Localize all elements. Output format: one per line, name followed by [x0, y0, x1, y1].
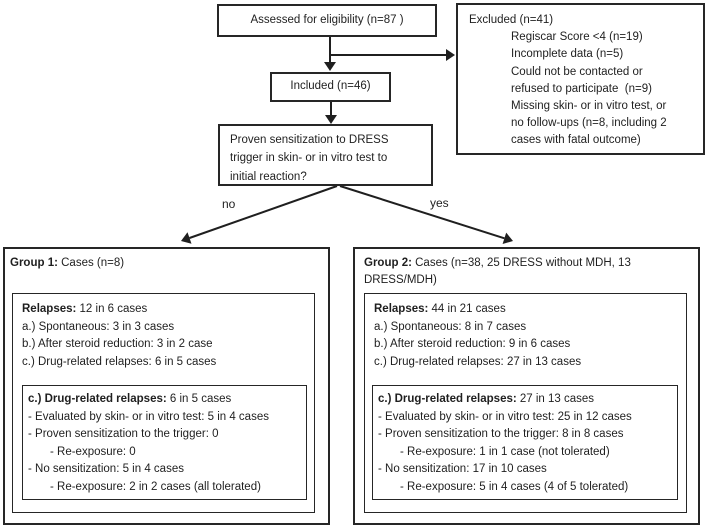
- group2-relapse-item: a.) Spontaneous: 8 in 7 cases: [374, 320, 527, 333]
- arrow-to-excluded-head: [446, 49, 455, 61]
- included-label: Included (n=46): [290, 80, 371, 93]
- arrow-no-branch-line: [189, 185, 338, 239]
- group2-drug-line: - Proven sensitization to the trigger: 8…: [378, 428, 624, 440]
- group1-title-rest: Cases (n=8): [57, 257, 125, 269]
- group2-drug-line: - Re-exposure: 5 in 4 cases (4 of 5 tole…: [400, 480, 629, 493]
- group2-relapse-item: b.) After steroid reduction: 9 in 6 case…: [374, 338, 571, 350]
- group1-drug-line: - Evaluated by skin- or in vitro test: 5…: [28, 410, 269, 423]
- group2-drug-head-rest: 27 in 13 cases: [516, 393, 595, 405]
- group2-title: Group 2: Cases (n=38, 25 DRESS without M…: [364, 255, 692, 272]
- group1-relapses-box: Relapses: 12 in 6 cases a.) Spontaneous:…: [12, 293, 315, 513]
- group1-relapse-item: b.) After steroid reduction: 3 in 2 case: [22, 338, 213, 350]
- group1-drug-head-rest: 6 in 5 cases: [166, 393, 232, 405]
- excluded-item: Could not be contacted or: [511, 65, 643, 78]
- group2-box: Group 2: Cases (n=38, 25 DRESS without M…: [353, 247, 700, 525]
- group1-drug-line: - Proven sensitization to the trigger: 0: [28, 428, 219, 440]
- excluded-item: refused to participate (n=9): [511, 82, 652, 95]
- branch-label-yes: yes: [430, 196, 449, 210]
- group2-relapses-head-rest: 44 in 21 cases: [428, 303, 506, 315]
- group1-drug-head: c.) Drug-related relapses: 6 in 5 cases: [28, 391, 304, 409]
- excluded-item: cases with fatal outcome): [511, 134, 641, 147]
- group2-drug-line: - Re-exposure: 1 in 1 case (not tolerate…: [400, 445, 610, 458]
- group1-relapse-item: c.) Drug-related relapses: 6 in 5 cases: [22, 355, 217, 368]
- arrow-assessed-to-included-head: [324, 62, 336, 71]
- excluded-title: Excluded (n=41): [469, 14, 554, 26]
- group1-drug-line: - Re-exposure: 2 in 2 cases (all tolerat…: [50, 480, 261, 493]
- group1-title-bold: Group 1:: [10, 257, 58, 269]
- group2-drug-related-box: c.) Drug-related relapses: 27 in 13 case…: [372, 385, 678, 500]
- arrow-yes-branch-head: [502, 232, 513, 244]
- group2-title-rest: Cases (n=38, 25 DRESS without MDH, 13: [411, 257, 631, 269]
- group2-drug-line: - No sensitization: 17 in 10 cases: [378, 463, 547, 475]
- group2-relapse-item: c.) Drug-related relapses: 27 in 13 case…: [374, 355, 582, 368]
- excluded-item: Incomplete data (n=5): [511, 48, 624, 61]
- group1-drug-line: - Re-exposure: 0: [50, 445, 136, 458]
- group2-title-bold: Group 2:: [364, 257, 412, 269]
- group1-drug-head-bold: c.) Drug-related relapses:: [28, 393, 167, 405]
- branch-label-no: no: [222, 197, 236, 211]
- excluded-box: Excluded (n=41) Regiscar Score <4 (n=19)…: [456, 3, 705, 155]
- arrow-no-branch-head: [181, 232, 192, 244]
- group1-relapses-head-bold: Relapses:: [22, 303, 77, 315]
- group1-drug-line: - No sensitization: 5 in 4 cases: [28, 463, 184, 475]
- group2-relapses-head: Relapses: 44 in 21 cases: [374, 301, 683, 319]
- assessed-for-eligibility-box: Assessed for eligibility (n=87 ): [217, 4, 437, 37]
- group2-drug-head: c.) Drug-related relapses: 27 in 13 case…: [378, 391, 675, 409]
- excluded-item: no follow-ups (n=8, including 2: [511, 117, 667, 130]
- assessed-label: Assessed for eligibility (n=87 ): [250, 13, 404, 26]
- group2-drug-line: - Evaluated by skin- or in vitro test: 2…: [378, 410, 632, 423]
- group1-relapse-item: a.) Spontaneous: 3 in 3 cases: [22, 320, 175, 333]
- group2-title-line2: DRESS/MDH): [364, 274, 437, 286]
- group2-drug-head-bold: c.) Drug-related relapses:: [378, 393, 517, 405]
- group1-relapses-head: Relapses: 12 in 6 cases: [22, 301, 311, 319]
- arrow-included-to-question-head: [325, 115, 337, 124]
- group2-relapses-head-bold: Relapses:: [374, 303, 429, 315]
- group1-relapses-head-rest: 12 in 6 cases: [76, 303, 148, 315]
- question-line: Proven sensitization to DRESS: [230, 134, 389, 146]
- arrow-yes-branch-line: [339, 185, 505, 240]
- excluded-item: Missing skin- or in vitro test, or: [511, 100, 667, 113]
- question-line: initial reaction?: [230, 170, 307, 183]
- group1-drug-related-box: c.) Drug-related relapses: 6 in 5 cases …: [22, 385, 307, 500]
- excluded-item: Regiscar Score <4 (n=19): [511, 31, 643, 44]
- sensitization-question-box: Proven sensitization to DRESS trigger in…: [218, 124, 433, 186]
- group2-relapses-box: Relapses: 44 in 21 cases a.) Spontaneous…: [364, 293, 687, 513]
- question-line: trigger in skin- or in vitro test to: [230, 152, 388, 165]
- group1-box: Group 1: Cases (n=8) Relapses: 12 in 6 c…: [3, 247, 330, 525]
- group1-title: Group 1: Cases (n=8): [10, 255, 322, 272]
- included-box: Included (n=46): [270, 72, 391, 102]
